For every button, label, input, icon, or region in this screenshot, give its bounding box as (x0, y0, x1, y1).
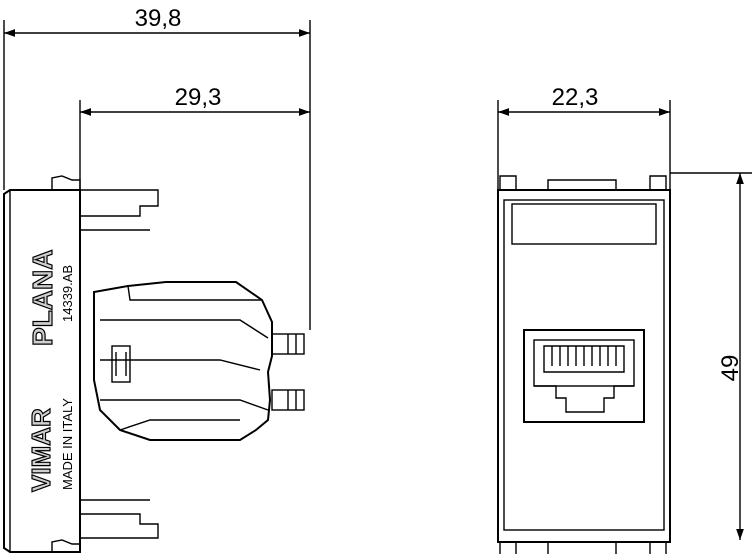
front-view (497, 175, 671, 554)
dim-body-depth-label: 29,3 (175, 84, 222, 111)
origin-marking: MADE IN ITALY (60, 398, 75, 490)
side-latch (111, 345, 131, 383)
label-window (511, 203, 657, 245)
side-front-plate (3, 189, 81, 553)
side-top-clip (51, 175, 81, 190)
product-code: 14339.AB (60, 265, 75, 322)
dim-body-depth: 29,3 (79, 84, 310, 190)
dim-height: 49 (670, 172, 752, 540)
front-plate (497, 189, 671, 543)
side-frame-bottom (80, 513, 159, 539)
side-frame-top (80, 189, 159, 217)
side-jack-body (93, 281, 273, 441)
dim-width: 22,3 (497, 84, 671, 190)
dim-total-depth-label: 39,8 (135, 5, 182, 32)
dim-height-label: 49 (717, 355, 744, 382)
side-view: PLANA 14339.AB VIMAR MADE IN ITALY (3, 175, 305, 553)
side-bottom-clip (51, 539, 80, 552)
brand-logo-vimar: VIMAR (26, 408, 56, 492)
dim-width-label: 22,3 (552, 84, 599, 111)
side-rear-pins (271, 333, 305, 411)
dim-total-depth: 39,8 (3, 5, 311, 330)
rj45-contacts (551, 346, 617, 366)
brand-logo-plana: PLANA (27, 250, 58, 346)
rj45-socket (523, 329, 645, 423)
